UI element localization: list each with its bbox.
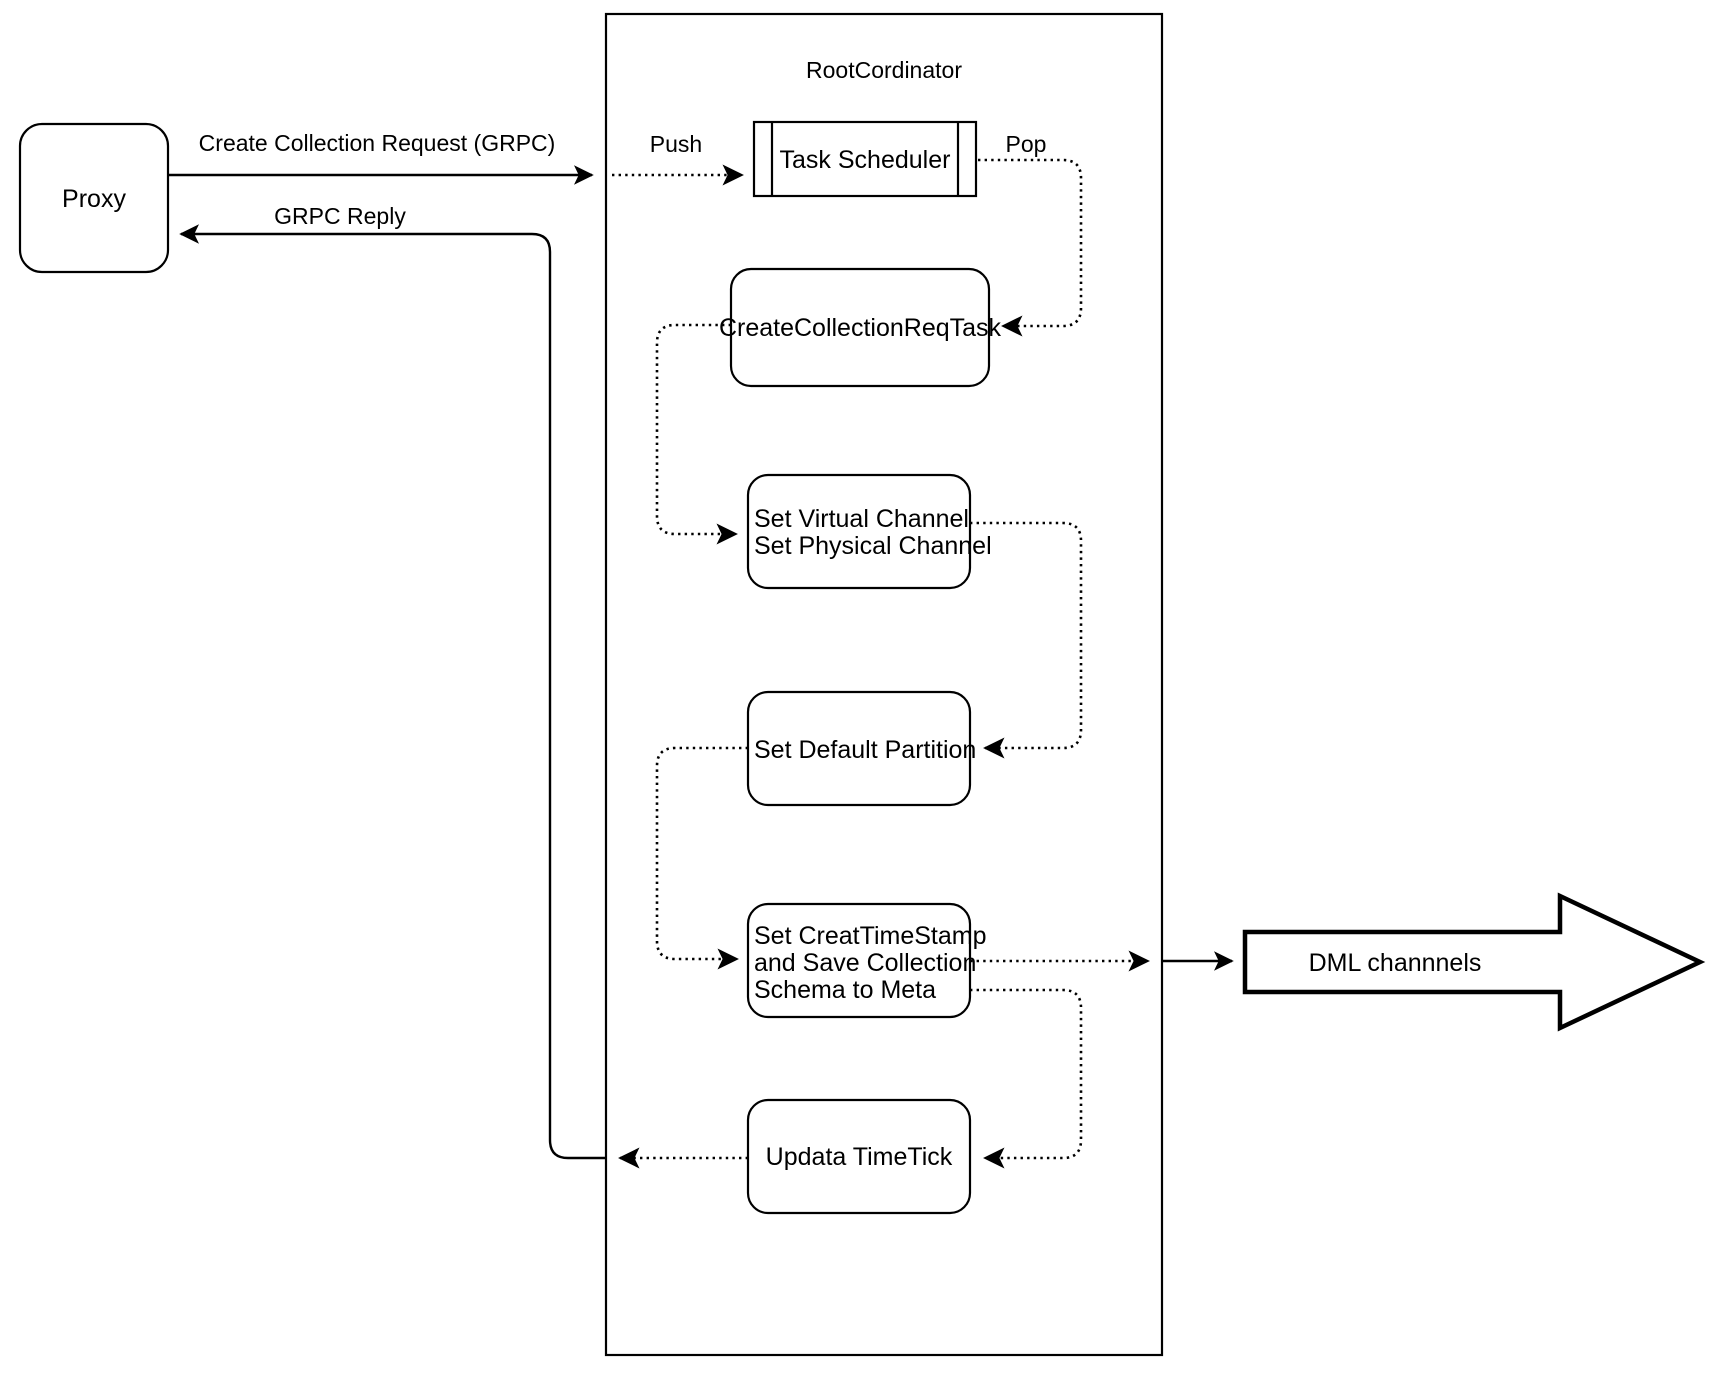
rootcordinator-title: RootCordinator: [806, 57, 962, 83]
node-updata-timetick-label: Updata TimeTick: [766, 1143, 953, 1171]
rootcordinator-container: RootCordinator: [604, 12, 1164, 1357]
edge-create-collection-request: Create Collection Request (GRPC): [168, 130, 594, 185]
node-create-collection-req-task[interactable]: CreateCollectionReqTask: [719, 267, 1002, 388]
edge-grpc-reply: GRPC Reply: [179, 203, 606, 1160]
node-task-scheduler-label: Task Scheduler: [780, 146, 951, 174]
node-proxy[interactable]: Proxy: [18, 122, 170, 274]
node-dml-channels[interactable]: DML channnels: [1242, 892, 1706, 1032]
node-updata-timetick[interactable]: Updata TimeTick: [746, 1098, 972, 1215]
node-set-default-partition-label: Set Default Partition: [754, 736, 976, 764]
node-set-channels-line-1: Set Virtual Channel: [754, 505, 969, 533]
edge-push: Push: [612, 131, 744, 186]
node-task-scheduler[interactable]: Task Scheduler: [752, 120, 978, 198]
edge-set-channels-to-default-partition: [970, 521, 1083, 759]
node-create-collection-req-task-label: CreateCollectionReqTask: [719, 314, 1002, 342]
node-set-creat-timestamp-line-3: Schema to Meta: [754, 976, 936, 1004]
node-set-default-partition[interactable]: Set Default Partition: [746, 690, 976, 807]
edge-grpc-reply-label: GRPC Reply: [274, 203, 406, 229]
node-set-creat-timestamp-line-1: Set CreatTimeStamp: [754, 922, 986, 950]
node-set-channels-line-2: Set Physical Channel: [754, 532, 992, 560]
node-set-creat-timestamp-line-2: and Save Collection: [754, 949, 976, 977]
node-set-channels[interactable]: Set Virtual Channel Set Physical Channel: [746, 473, 992, 590]
edge-default-partition-to-creat-timestamp: [655, 746, 748, 970]
edge-pop-label: Pop: [1006, 131, 1047, 157]
edge-push-label: Push: [650, 131, 702, 157]
node-proxy-label: Proxy: [62, 185, 126, 213]
node-dml-channels-label: DML channnels: [1309, 949, 1482, 977]
edge-task-to-set-channels: [655, 323, 738, 545]
edge-creat-timestamp-to-updata-timetick: [970, 988, 1083, 1169]
edge-pop: Pop: [978, 131, 1083, 337]
edge-create-collection-request-label: Create Collection Request (GRPC): [199, 130, 556, 156]
node-set-creat-timestamp[interactable]: Set CreatTimeStamp and Save Collection S…: [746, 902, 986, 1019]
